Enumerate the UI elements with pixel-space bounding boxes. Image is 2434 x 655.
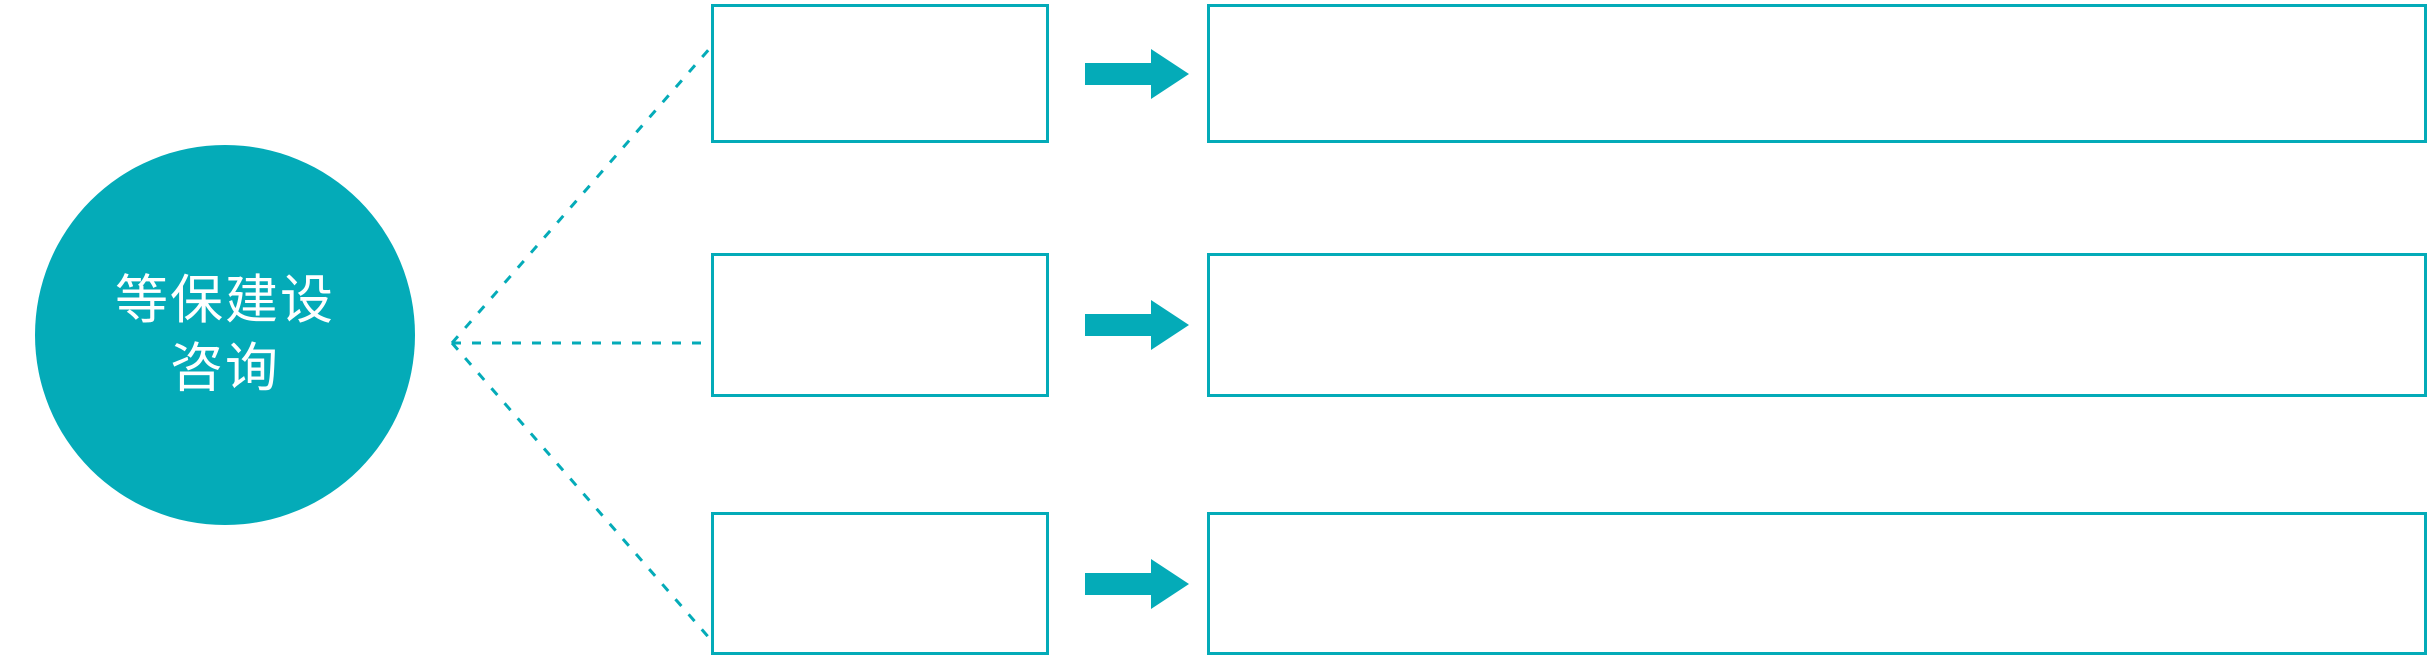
flow-row xyxy=(0,4,2434,143)
flow-row xyxy=(0,253,2434,397)
category-box[interactable] xyxy=(711,4,1049,143)
flow-row xyxy=(0,512,2434,655)
right-arrow-icon xyxy=(1085,557,1189,611)
hub-label-line-1: 等保建设 xyxy=(115,271,335,331)
hub-label-line-2: 咨询 xyxy=(170,339,280,398)
right-arrow-icon xyxy=(1085,47,1189,101)
detail-box[interactable] xyxy=(1207,512,2427,655)
detail-box[interactable] xyxy=(1207,253,2427,397)
category-box[interactable] xyxy=(711,512,1049,655)
category-box[interactable] xyxy=(711,253,1049,397)
right-arrow-icon xyxy=(1085,298,1189,352)
detail-box[interactable] xyxy=(1207,4,2427,143)
hub-circle[interactable]: 等保建设 咨询 xyxy=(35,145,415,525)
